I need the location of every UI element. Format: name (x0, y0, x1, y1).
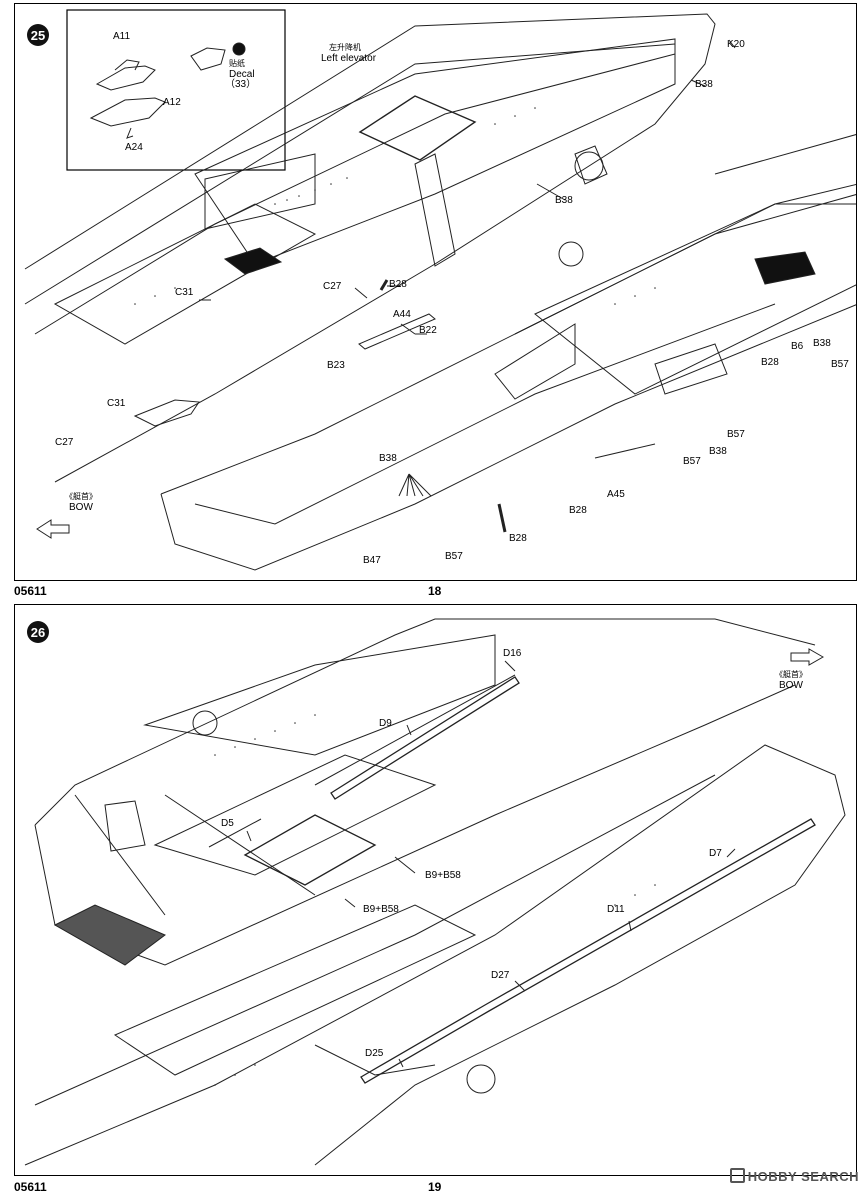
part-label: A24 (125, 142, 143, 153)
part-label: B38 (379, 453, 397, 464)
part-label: B57 (831, 359, 849, 370)
part-label: B9+B58 (363, 904, 399, 915)
part-label: A45 (607, 489, 625, 500)
step-26-line-drawing (24, 618, 846, 1166)
part-label: B38 (709, 446, 727, 457)
instruction-page-19: 26 D16 D9 D5 B9+B58 B9+B58 D7 D11 D27 D2… (14, 604, 857, 1176)
part-label: B57 (683, 456, 701, 467)
watermark: HOBBY SEARCH (729, 1168, 859, 1184)
part-label: A44 (393, 309, 411, 320)
product-code: 05611 (14, 1180, 47, 1194)
part-label: B9+B58 (425, 870, 461, 881)
part-label: B23 (327, 360, 345, 371)
decal-number: （33） (225, 79, 257, 90)
step-25-line-drawing (24, 9, 856, 571)
bow-label: BOW (69, 502, 93, 513)
part-label: D11 (607, 904, 625, 915)
instruction-page-18: 25 A11 A12 A24 贴纸 Decal （33） 左升降机 Left e… (14, 3, 857, 581)
step-number: 25 (30, 27, 46, 43)
part-label: B38 (695, 79, 713, 90)
part-label: B28 (509, 533, 527, 544)
part-label: B28 (761, 357, 779, 368)
part-label: B22 (419, 325, 437, 336)
part-label: B38 (555, 195, 573, 206)
part-label: B28 (569, 505, 587, 516)
part-label: D7 (709, 848, 722, 859)
part-label: D9 (379, 718, 392, 729)
part-label: B28 (389, 279, 407, 290)
page-number: 19 (428, 1180, 442, 1194)
bow-label: BOW (779, 680, 803, 691)
part-label: C27 (323, 281, 342, 292)
part-label: B57 (727, 429, 745, 440)
part-label: D5 (221, 818, 234, 829)
part-label: K20 (727, 39, 745, 50)
part-label: D25 (365, 1048, 384, 1059)
part-label: C31 (175, 287, 194, 298)
page-number: 18 (428, 584, 442, 598)
step-number-badge: 25 (27, 24, 49, 46)
step-number: 26 (30, 624, 46, 640)
part-label: C27 (55, 437, 74, 448)
part-label: D27 (491, 970, 510, 981)
left-elevator-label: Left elevator (321, 53, 377, 64)
bow-label-cn: 《艇首》 (775, 670, 807, 679)
step-number-badge: 26 (27, 621, 49, 643)
part-label: B47 (363, 555, 381, 566)
part-label: B6 (791, 341, 804, 352)
bow-label-cn: 《艇首》 (65, 492, 97, 501)
part-label: A12 (163, 97, 181, 108)
part-label: C31 (107, 398, 126, 409)
watermark-text: HOBBY SEARCH (747, 1169, 859, 1184)
decal-label-en: Decal (229, 69, 255, 80)
left-elevator-label-cn: 左升降机 (329, 43, 361, 52)
part-label: B57 (445, 551, 463, 562)
decal-label-cn: 贴纸 (229, 59, 245, 68)
part-label: D16 (503, 648, 522, 659)
hobby-search-logo-icon (729, 1168, 745, 1183)
part-label: B38 (813, 338, 831, 349)
product-code: 05611 (14, 584, 47, 598)
part-label: A11 (113, 31, 131, 42)
